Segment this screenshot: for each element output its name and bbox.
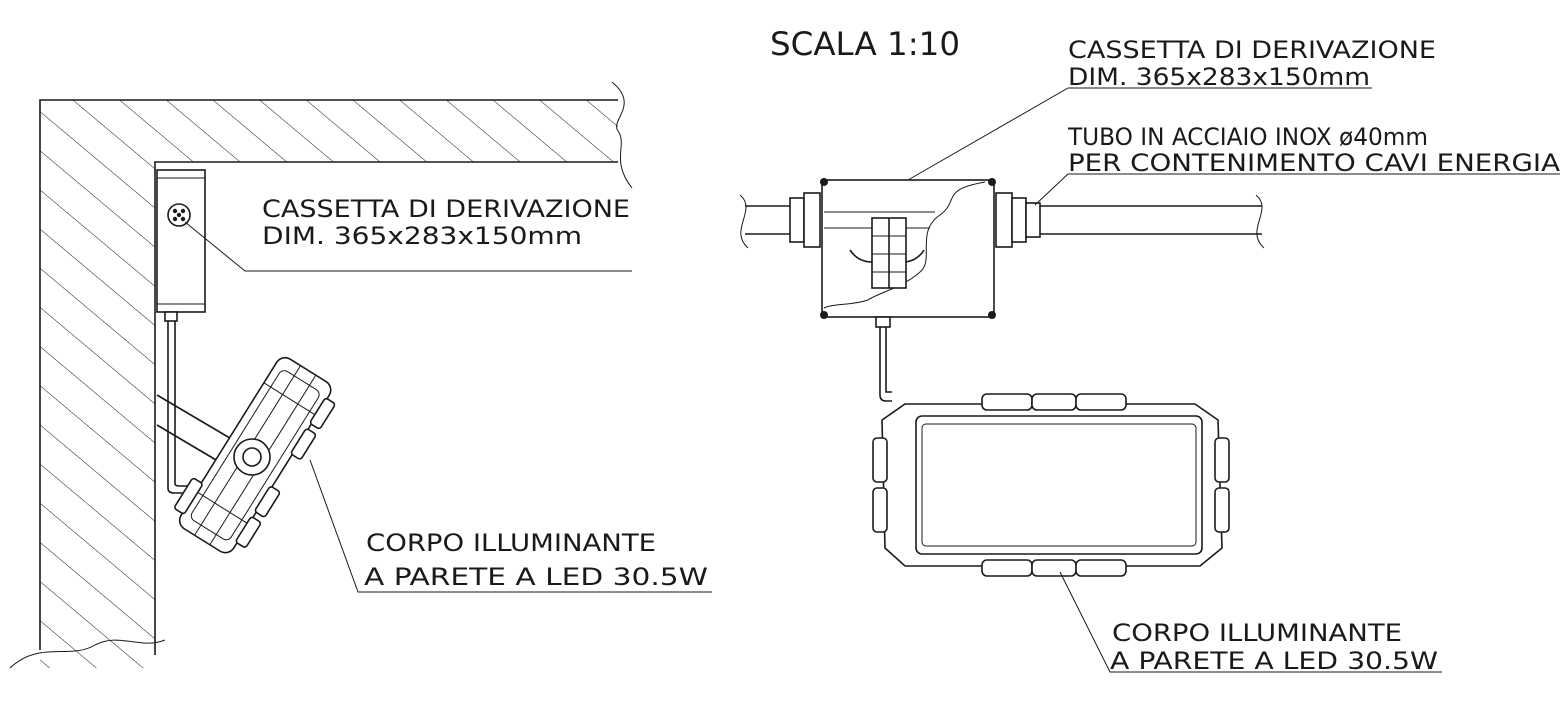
left-leader-lines (184, 221, 712, 593)
conduit-label-2: PER CONTENIMENTO CAVI ENERGIA (1068, 149, 1560, 177)
left-luminaire-label-1: CORPO ILLUMINANTE (366, 529, 656, 557)
right-junction-box-label-2: DIM. 365x283x150mm (1068, 63, 1370, 91)
left-junction-box-label-2: DIM. 365x283x150mm (262, 222, 582, 250)
right-luminaire-label-1: CORPO ILLUMINANTE (1112, 619, 1402, 647)
left-junction-box (156, 169, 206, 322)
left-junction-box-label-1: CASSETTA DI DERIVAZIONE (262, 195, 630, 223)
right-junction-box-label-1: CASSETTA DI DERIVAZIONE (1068, 36, 1436, 64)
left-cable (167, 321, 196, 494)
right-cable (879, 327, 892, 402)
right-luminaire (872, 393, 1230, 577)
conduit-pipe (739, 192, 1265, 249)
right-junction-box (820, 178, 996, 328)
scale-label: SCALA 1:10 (770, 25, 960, 63)
right-luminaire-label-2: A PARETE A LED 30.5W (1110, 647, 1438, 675)
left-luminaire-label-2: A PARETE A LED 30.5W (364, 563, 708, 591)
right-leader-lines (907, 87, 1560, 673)
left-luminaire (156, 356, 336, 554)
conduit-label-1: TUBO IN ACCIAIO INOX ø40mm (1067, 123, 1428, 151)
